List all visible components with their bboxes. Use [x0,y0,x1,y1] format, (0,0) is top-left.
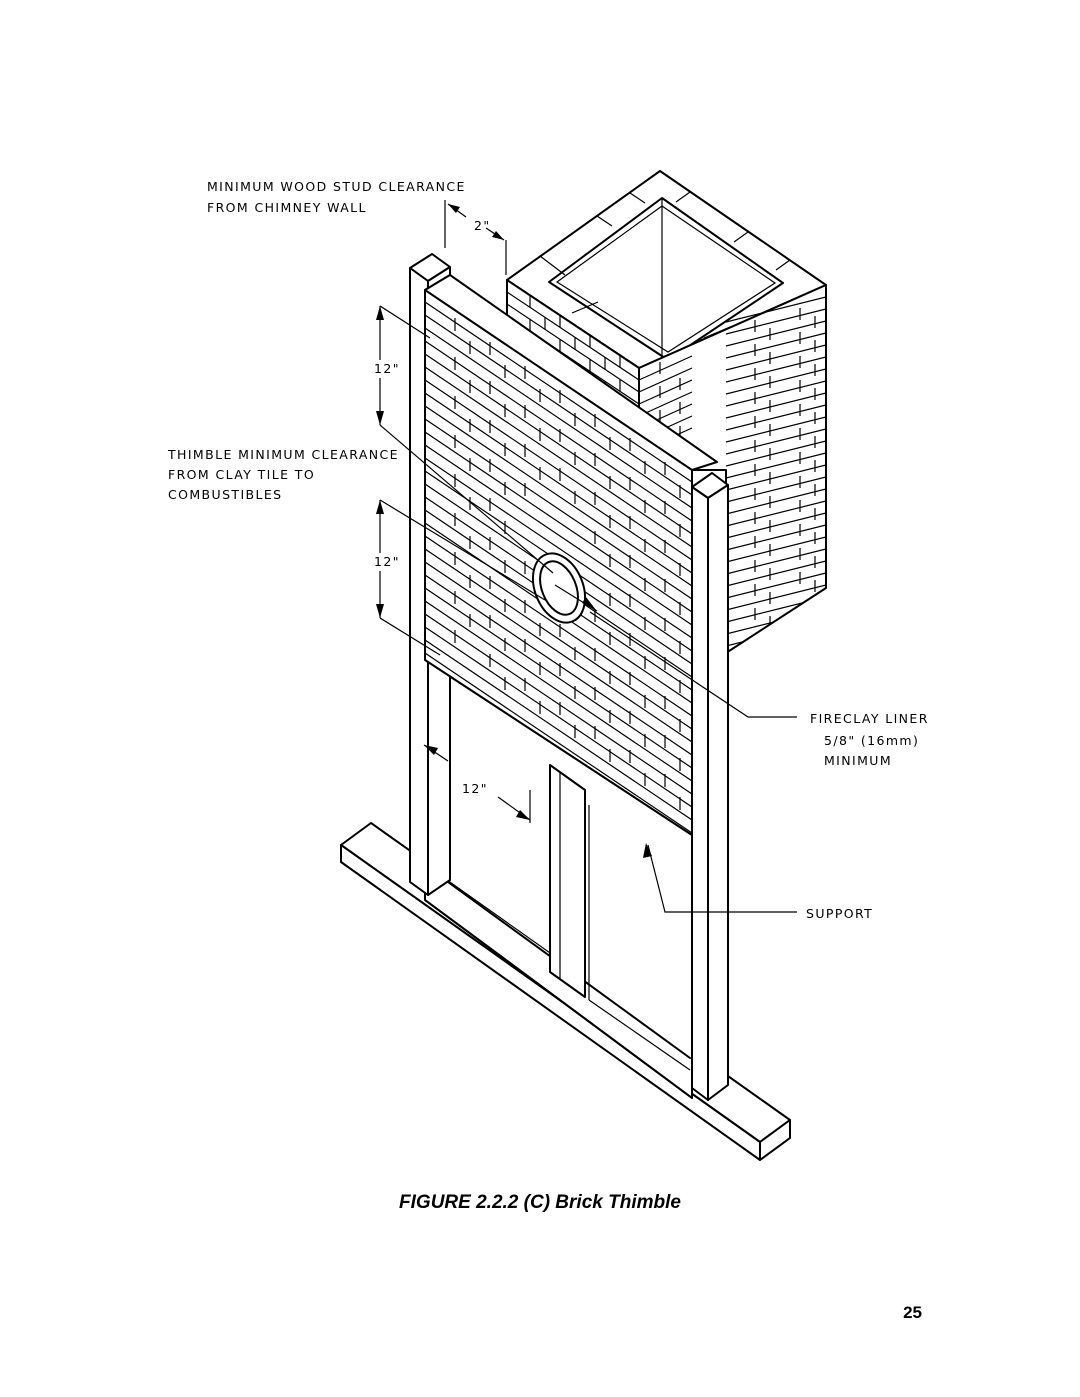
label-bottom-dimension: 12" [462,781,488,796]
label-thimble-line2: FROM CLAY TILE TO [168,467,315,482]
right-stud [691,486,709,1101]
page-number: 25 [903,1303,922,1322]
flue-liner-opening [548,197,784,361]
label-support: SUPPORT [806,906,873,921]
label-liner-line2: 5/8" (16mm) [824,733,919,748]
thimble-brick-wall [424,274,718,836]
label-stud-clearance-line1: MINIMUM WOOD STUD CLEARANCE [207,179,466,194]
chimney-right-bricks [726,296,826,647]
diagram-labels: MINIMUM WOOD STUD CLEARANCE FROM CHIMNEY… [167,179,929,921]
dimension-lines [376,200,797,913]
label-stud-clearance-line2: FROM CHIMNEY WALL [207,200,367,215]
label-stud-clearance-value: 2" [474,218,491,233]
label-thimble-line3: COMBUSTIBLES [168,487,283,502]
label-liner-line1: FIRECLAY LINER [810,711,929,726]
label-liner-line3: MINIMUM [824,753,892,768]
label-lower-dimension: 12" [374,554,400,569]
label-upper-dimension: 12" [374,361,400,376]
label-thimble-line1: THIMBLE MINIMUM CLEARANCE [167,447,399,462]
figure-caption: FIGURE 2.2.2 (C) Brick Thimble [399,1192,681,1213]
